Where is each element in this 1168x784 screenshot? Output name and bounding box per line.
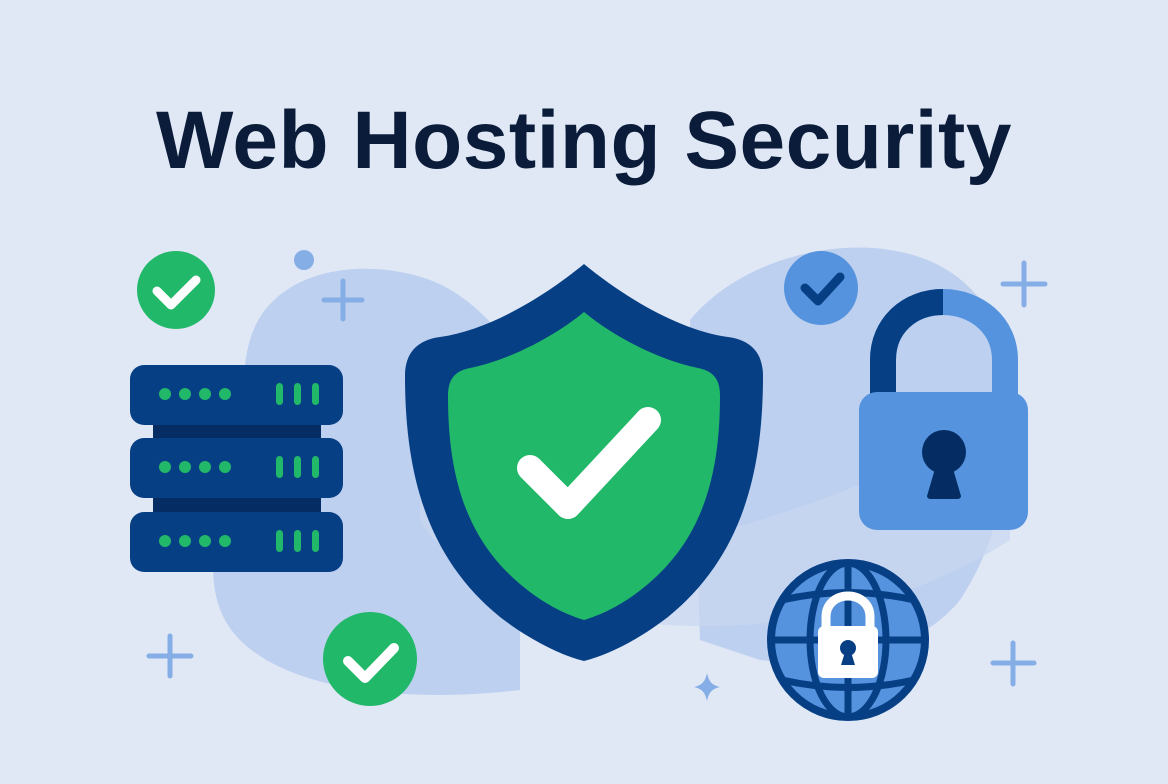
plus-icon bbox=[990, 640, 1037, 687]
plus-icon bbox=[1000, 260, 1048, 308]
check-badge-top-right bbox=[784, 251, 858, 325]
check-icon bbox=[517, 407, 661, 519]
server-unit bbox=[130, 365, 343, 425]
check-badge-bottom bbox=[323, 612, 417, 706]
keyhole-icon bbox=[922, 430, 966, 474]
sparkle-icon bbox=[694, 673, 720, 701]
server-rack-icon bbox=[130, 365, 343, 572]
check-icon bbox=[343, 643, 399, 683]
security-shield-icon bbox=[405, 264, 763, 661]
padlock-icon bbox=[859, 288, 1028, 530]
check-icon bbox=[800, 272, 845, 306]
dot-decoration bbox=[294, 250, 314, 270]
decorations bbox=[146, 250, 1048, 701]
globe-lock-icon bbox=[767, 559, 929, 721]
plus-icon bbox=[321, 278, 365, 322]
plus-icon bbox=[146, 633, 194, 679]
status-leds bbox=[159, 383, 319, 552]
page-title: Web Hosting Security bbox=[156, 95, 1012, 186]
server-unit bbox=[130, 512, 343, 572]
check-badge-top-left bbox=[137, 251, 215, 329]
server-unit bbox=[130, 438, 343, 498]
check-icon bbox=[152, 275, 201, 310]
